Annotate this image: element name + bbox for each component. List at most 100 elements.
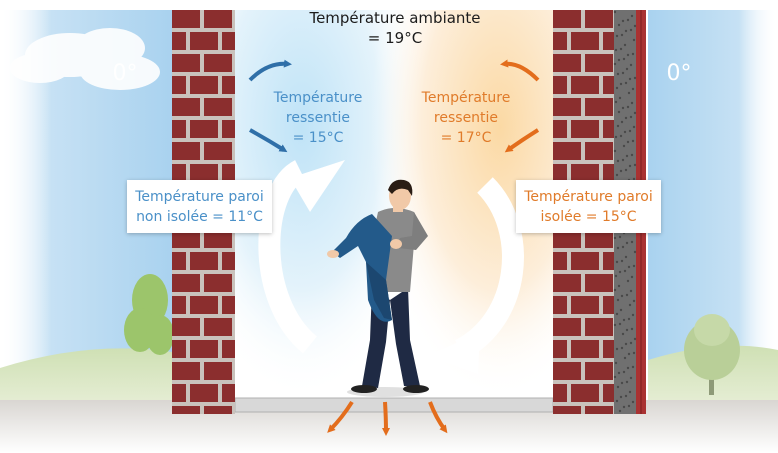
insulation-speck (613, 288, 617, 292)
insulation-speck (629, 63, 633, 67)
brick (603, 384, 614, 402)
felt-right-line-1: Température (421, 90, 511, 106)
brick (222, 32, 235, 50)
insulation-speck (616, 159, 620, 163)
insulation-speck (625, 293, 629, 297)
felt-left-line-1: Température (273, 90, 363, 106)
insulation-speck (621, 245, 625, 249)
brick (553, 384, 567, 402)
insulation-speck (632, 264, 636, 268)
brick (172, 98, 200, 116)
insulation-speck (614, 361, 618, 365)
insulation-speck (619, 82, 623, 86)
insulation-speck (613, 375, 617, 379)
floor-slab (234, 397, 554, 413)
insulation-speck (614, 135, 618, 139)
brick (172, 274, 200, 292)
insulation-speck (619, 47, 623, 51)
insulation-speck (633, 337, 637, 341)
insulation-speck (632, 177, 636, 181)
insulation-speck (621, 106, 625, 110)
brick (172, 120, 186, 138)
insulation-speck (618, 96, 622, 100)
brick (571, 296, 599, 314)
felt-left-line-3: = 15°C (292, 130, 344, 146)
insulation-speck (622, 144, 626, 148)
brick (553, 296, 567, 314)
brick (190, 252, 218, 270)
insulation-speck (626, 53, 630, 57)
insulation-speck (614, 48, 618, 52)
brick (585, 98, 613, 116)
brick (585, 10, 613, 28)
insulation-speck (620, 346, 624, 350)
brick (603, 252, 614, 270)
insulation-speck (614, 274, 618, 278)
insulation-speck (625, 154, 629, 158)
heat-arrow-blue-top (248, 59, 292, 82)
insulation-speck (622, 318, 626, 322)
insulation-speck (616, 385, 620, 389)
insulation-speck (623, 269, 627, 273)
insulation-speck (623, 43, 627, 47)
wall-temperature-left: Température paroi non isolée = 11°C (127, 187, 272, 227)
insulation-speck (615, 260, 619, 264)
insulation-speck (616, 246, 620, 250)
bush-icon (124, 274, 174, 355)
brick (204, 362, 232, 380)
brick (571, 32, 599, 50)
insulation-speck (633, 250, 637, 254)
brick (553, 230, 581, 248)
brick (222, 76, 235, 94)
insulation-speck (630, 240, 634, 244)
insulation-speck (615, 86, 619, 90)
brick (571, 384, 599, 402)
brick (172, 406, 200, 414)
brick (553, 32, 567, 50)
insulation-speck (626, 279, 630, 283)
insulation-speck (621, 332, 625, 336)
felt-temperature-left: Température ressentie = 15°C (258, 88, 378, 148)
insulation-speck (615, 312, 619, 316)
brick (222, 164, 235, 182)
insulation-speck (624, 116, 628, 120)
insulation-speck (630, 327, 634, 331)
brick (553, 406, 581, 414)
brick (204, 54, 232, 72)
brick-wall-right (553, 10, 614, 414)
insulation-speck (624, 342, 628, 346)
insulation-speck (624, 29, 628, 33)
brick (585, 362, 613, 380)
felt-right-line-2: ressentie (433, 110, 499, 126)
brick (172, 10, 200, 28)
brick (172, 76, 186, 94)
insulation-speck (613, 236, 617, 240)
brick (190, 384, 218, 402)
insulation-speck (624, 81, 628, 85)
insulation-speck (627, 404, 631, 408)
insulation-speck (622, 57, 626, 61)
insulation-speck (617, 110, 621, 114)
insulation-speck (624, 255, 628, 259)
brick (603, 164, 614, 182)
insulation-speck (618, 322, 622, 326)
insulation-speck (626, 366, 630, 370)
brick (172, 362, 200, 380)
insulation-speck (628, 164, 632, 168)
heat-arrow-orange-bottom (504, 128, 540, 153)
insulation-speck (623, 356, 627, 360)
brick (603, 120, 614, 138)
ambient-temperature-label: Température ambiante = 19°C (280, 8, 510, 48)
outside-temp-left: 0° (112, 61, 138, 86)
insulation-speck (628, 303, 632, 307)
brick (553, 252, 567, 270)
insulation-speck (626, 105, 630, 109)
insulation-speck (613, 10, 617, 14)
brick (204, 142, 232, 160)
insulation-speck (631, 139, 635, 143)
brick (172, 318, 200, 336)
brick (190, 340, 218, 358)
insulation-speck (615, 34, 619, 38)
insulation-speck (615, 399, 619, 403)
